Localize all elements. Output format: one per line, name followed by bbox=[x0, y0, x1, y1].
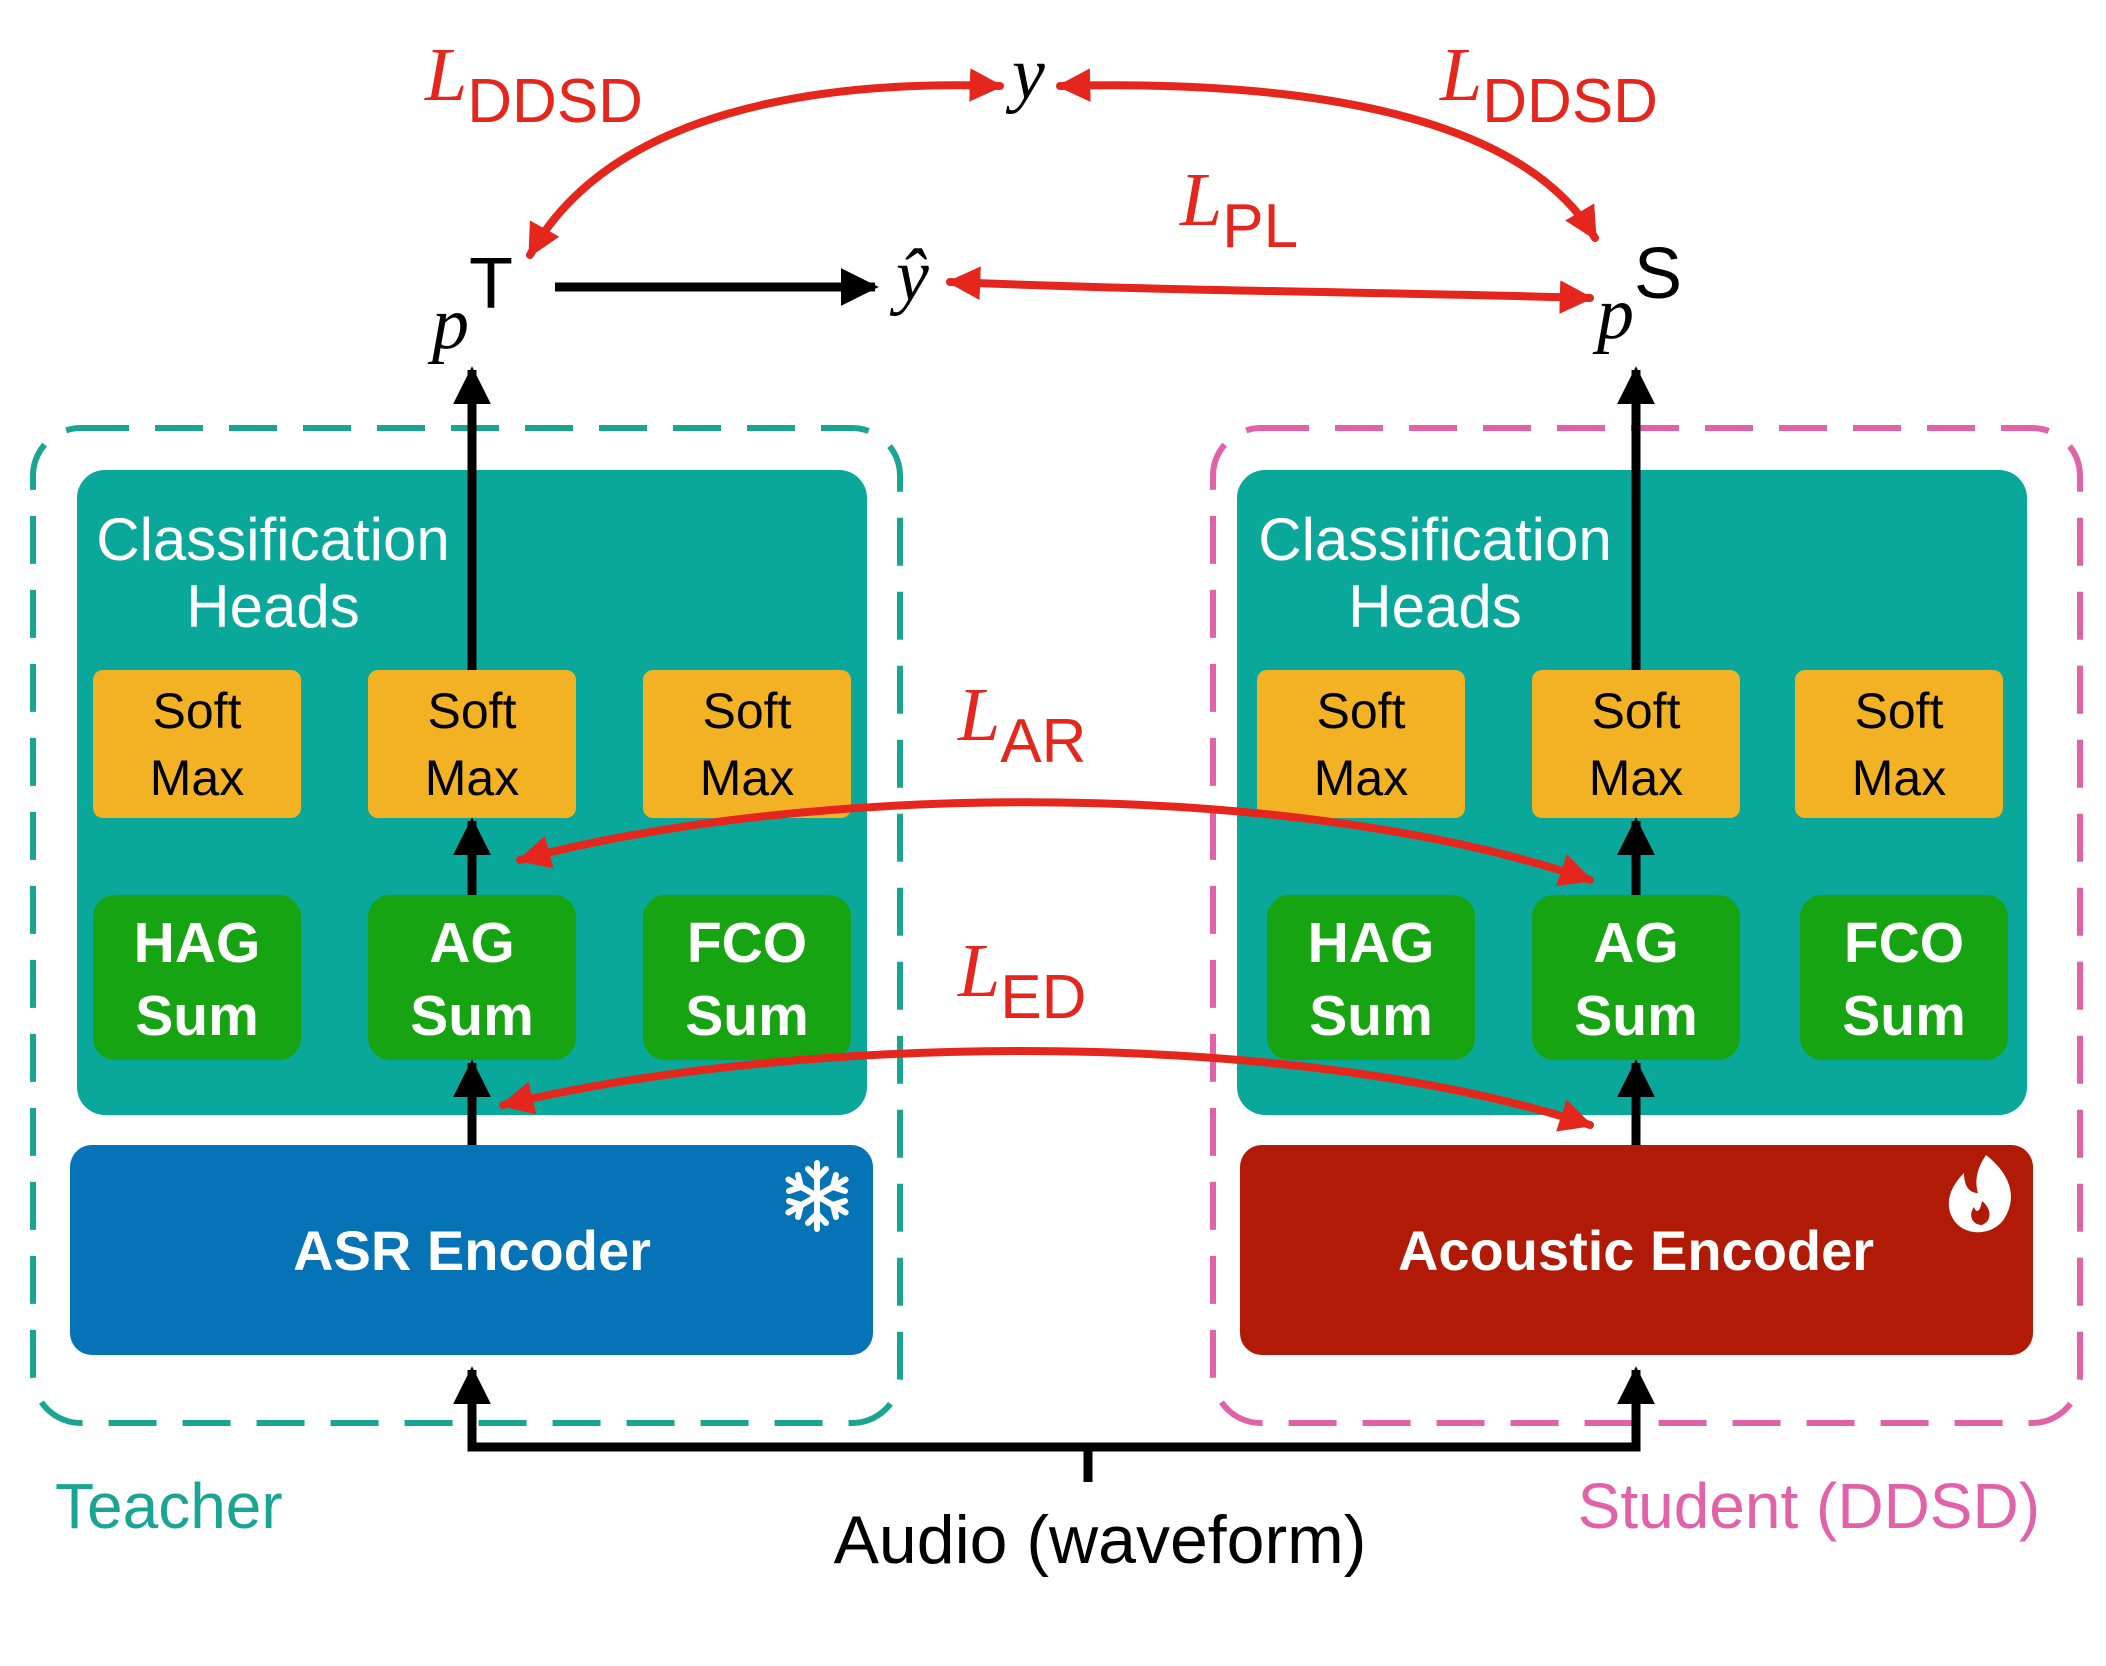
student-acoustic-encoder-box bbox=[1240, 1145, 2033, 1355]
loss-arrows bbox=[499, 68, 1599, 1132]
student-acoustic-encoder-label: Acoustic Encoder bbox=[1398, 1219, 1874, 1282]
loss-labels: LDDSD LDDSD LPL LAR LED bbox=[424, 33, 1658, 1032]
student-probability-symbol: pS bbox=[1592, 234, 1682, 355]
teacher-hag-sum-line2: Sum bbox=[135, 984, 259, 1048]
student-softmax-box-2 bbox=[1532, 670, 1740, 818]
teacher-fco-sum-line1: FCO bbox=[687, 911, 807, 975]
teacher-ag-sum-box bbox=[368, 895, 576, 1060]
student-ag-sum-box bbox=[1532, 895, 1740, 1060]
student-group: Classification Heads Soft Max Soft Max S… bbox=[1210, 366, 2083, 1542]
teacher-softmax-2-line2: Max bbox=[425, 750, 519, 806]
teacher-asr-encoder-box bbox=[70, 1145, 873, 1355]
teacher-softmax-box-2 bbox=[368, 670, 576, 818]
audio-split-line bbox=[453, 1366, 1655, 1452]
student-hag-sum-box bbox=[1267, 895, 1475, 1060]
teacher-group: Classification Heads Soft Max Soft Max S… bbox=[30, 366, 903, 1542]
snowflake-icon bbox=[785, 1160, 849, 1232]
teacher-softmax-3-line1: Soft bbox=[703, 683, 792, 739]
ed-loss-arrow bbox=[499, 1047, 1594, 1132]
ddsd-loss-label-left: LDDSD bbox=[424, 33, 643, 136]
student-label: Student (DDSD) bbox=[1578, 1470, 2040, 1542]
teacher-softmax-1-line1: Soft bbox=[153, 683, 242, 739]
teacher-heads-title-line1: Classification bbox=[96, 506, 449, 573]
teacher-softmax-2-line1: Soft bbox=[428, 683, 517, 739]
ddsd-loss-arrow-teacher bbox=[526, 68, 1004, 259]
audio-input-group: Audio (waveform) bbox=[453, 1366, 1655, 1578]
output-symbols: pT pS y ŷ bbox=[427, 33, 1682, 365]
teacher-probability-symbol: pT bbox=[427, 244, 513, 365]
teacher-softmax-1-line2: Max bbox=[150, 750, 244, 806]
teacher-softmax-box-1 bbox=[93, 670, 301, 818]
student-softmax-1-line1: Soft bbox=[1317, 683, 1406, 739]
teacher-fco-sum-box bbox=[643, 895, 851, 1060]
ddsd-loss-label-right: LDDSD bbox=[1439, 33, 1658, 136]
student-ag-sum-line1: AG bbox=[1593, 911, 1679, 975]
student-softmax-box-1 bbox=[1257, 670, 1465, 818]
ground-truth-y-symbol: y bbox=[1005, 33, 1045, 115]
teacher-ag-sum-line1: AG bbox=[429, 911, 515, 975]
student-softmax-2-line2: Max bbox=[1589, 750, 1683, 806]
student-softmax-3-line2: Max bbox=[1852, 750, 1946, 806]
student-fco-sum-line1: FCO bbox=[1844, 911, 1964, 975]
student-softmax-2-line1: Soft bbox=[1592, 683, 1681, 739]
ed-loss-label: LED bbox=[957, 929, 1086, 1032]
pl-loss-arrow bbox=[946, 266, 1594, 314]
teacher-ag-sum-line2: Sum bbox=[410, 984, 534, 1048]
flame-icon bbox=[1948, 1155, 2011, 1233]
student-softmax-1-line2: Max bbox=[1314, 750, 1408, 806]
teacher-label: Teacher bbox=[55, 1470, 283, 1542]
pl-loss-label: LPL bbox=[1179, 158, 1298, 261]
ar-loss-arrow bbox=[516, 798, 1594, 887]
teacher-dashed-border bbox=[30, 425, 903, 1426]
student-hag-sum-line2: Sum bbox=[1309, 984, 1433, 1048]
student-heads-title-line2: Heads bbox=[1348, 573, 1521, 640]
student-fco-sum-box bbox=[1800, 895, 2008, 1060]
student-fco-sum-line2: Sum bbox=[1842, 984, 1966, 1048]
student-dashed-border bbox=[1210, 425, 2083, 1426]
student-heads-title-line1: Classification bbox=[1258, 506, 1611, 573]
teacher-heads-title-line2: Heads bbox=[186, 573, 359, 640]
student-softmax-box-3 bbox=[1795, 670, 2003, 818]
teacher-softmax-box-3 bbox=[643, 670, 851, 818]
teacher-softmax-3-line2: Max bbox=[700, 750, 794, 806]
pseudo-label-y-hat-symbol: ŷ bbox=[889, 235, 929, 317]
ddsd-loss-arrow-student bbox=[1056, 68, 1599, 242]
audio-input-label: Audio (waveform) bbox=[834, 1502, 1367, 1578]
student-softmax-3-line1: Soft bbox=[1855, 683, 1944, 739]
ar-loss-label: LAR bbox=[957, 673, 1086, 776]
teacher-asr-encoder-label: ASR Encoder bbox=[293, 1219, 651, 1282]
teacher-hag-sum-box bbox=[93, 895, 301, 1060]
teacher-hag-sum-line1: HAG bbox=[134, 911, 261, 975]
teacher-fco-sum-line2: Sum bbox=[685, 984, 809, 1048]
student-ag-sum-line2: Sum bbox=[1574, 984, 1698, 1048]
student-hag-sum-line1: HAG bbox=[1308, 911, 1435, 975]
